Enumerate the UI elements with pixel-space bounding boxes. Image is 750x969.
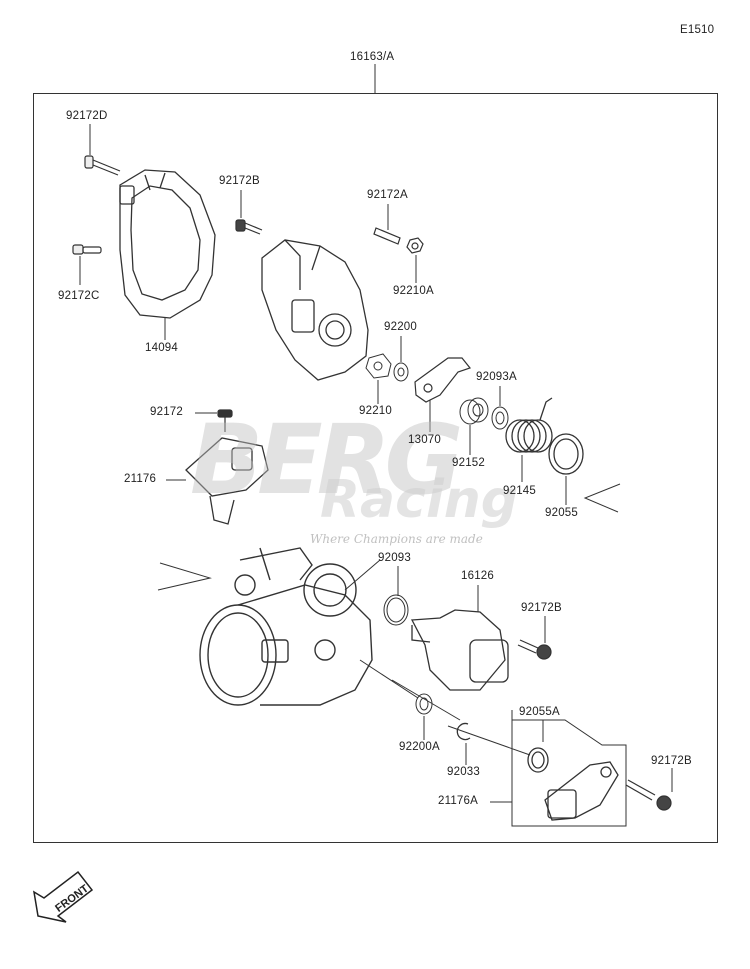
sensor-21176A bbox=[544, 761, 619, 821]
label-92210: 92210 bbox=[359, 405, 392, 417]
pin-92172A bbox=[373, 227, 401, 245]
label-92172D: 92172D bbox=[66, 110, 108, 122]
washer-92055 bbox=[548, 433, 584, 475]
bolt-92172D bbox=[84, 155, 121, 176]
label-92172C: 92172C bbox=[58, 290, 100, 302]
label-92200: 92200 bbox=[384, 321, 417, 333]
label-92093A: 92093A bbox=[476, 371, 517, 383]
oring-92093A bbox=[491, 406, 509, 430]
label-92033: 92033 bbox=[447, 766, 480, 778]
label-92145: 92145 bbox=[503, 485, 536, 497]
oring-92093 bbox=[383, 594, 409, 626]
throttle-body bbox=[199, 547, 373, 706]
label-92172A: 92172A bbox=[367, 189, 408, 201]
label-16126: 16126 bbox=[461, 570, 494, 582]
front-arrow-icon: FRONT bbox=[32, 870, 94, 923]
label-92055: 92055 bbox=[545, 507, 578, 519]
label-92055A: 92055A bbox=[519, 706, 560, 718]
washer-92200A bbox=[415, 693, 433, 715]
label-92200A: 92200A bbox=[399, 741, 440, 753]
bolt-92172B-mid bbox=[517, 639, 552, 660]
bolt-92172B-top bbox=[235, 219, 263, 235]
collar-92152 bbox=[459, 397, 489, 425]
label-21176: 21176 bbox=[124, 473, 157, 485]
actuator-16126 bbox=[410, 609, 509, 691]
label-21176A: 21176A bbox=[438, 795, 478, 807]
bolt-92172B-low bbox=[625, 779, 672, 811]
label-13070: 13070 bbox=[408, 434, 441, 446]
label-92172B-low: 92172B bbox=[651, 755, 692, 767]
washer-92200 bbox=[393, 362, 409, 382]
sensor-21176 bbox=[185, 437, 269, 525]
cover-14094 bbox=[119, 169, 216, 319]
label-92093: 92093 bbox=[378, 552, 411, 564]
label-92152: 92152 bbox=[452, 457, 485, 469]
label-92172B-mid: 92172B bbox=[521, 602, 562, 614]
clip-92033 bbox=[456, 722, 471, 741]
label-92172B-top: 92172B bbox=[219, 175, 260, 187]
nut-92210A bbox=[406, 237, 424, 254]
lever-13070 bbox=[414, 357, 472, 403]
screw-92172 bbox=[217, 409, 233, 432]
label-92172: 92172 bbox=[150, 406, 183, 418]
oring-92055A bbox=[527, 747, 549, 773]
nut-92210 bbox=[365, 353, 392, 379]
diagram-code: E1510 bbox=[680, 24, 715, 36]
assembly-ref: 16163/A bbox=[350, 51, 395, 63]
diagram-frame bbox=[33, 93, 718, 843]
label-14094: 14094 bbox=[145, 342, 178, 354]
bolt-92172C bbox=[72, 244, 102, 255]
housing-cover bbox=[261, 239, 369, 381]
spring-92145 bbox=[505, 397, 553, 453]
label-92210A: 92210A bbox=[393, 285, 434, 297]
